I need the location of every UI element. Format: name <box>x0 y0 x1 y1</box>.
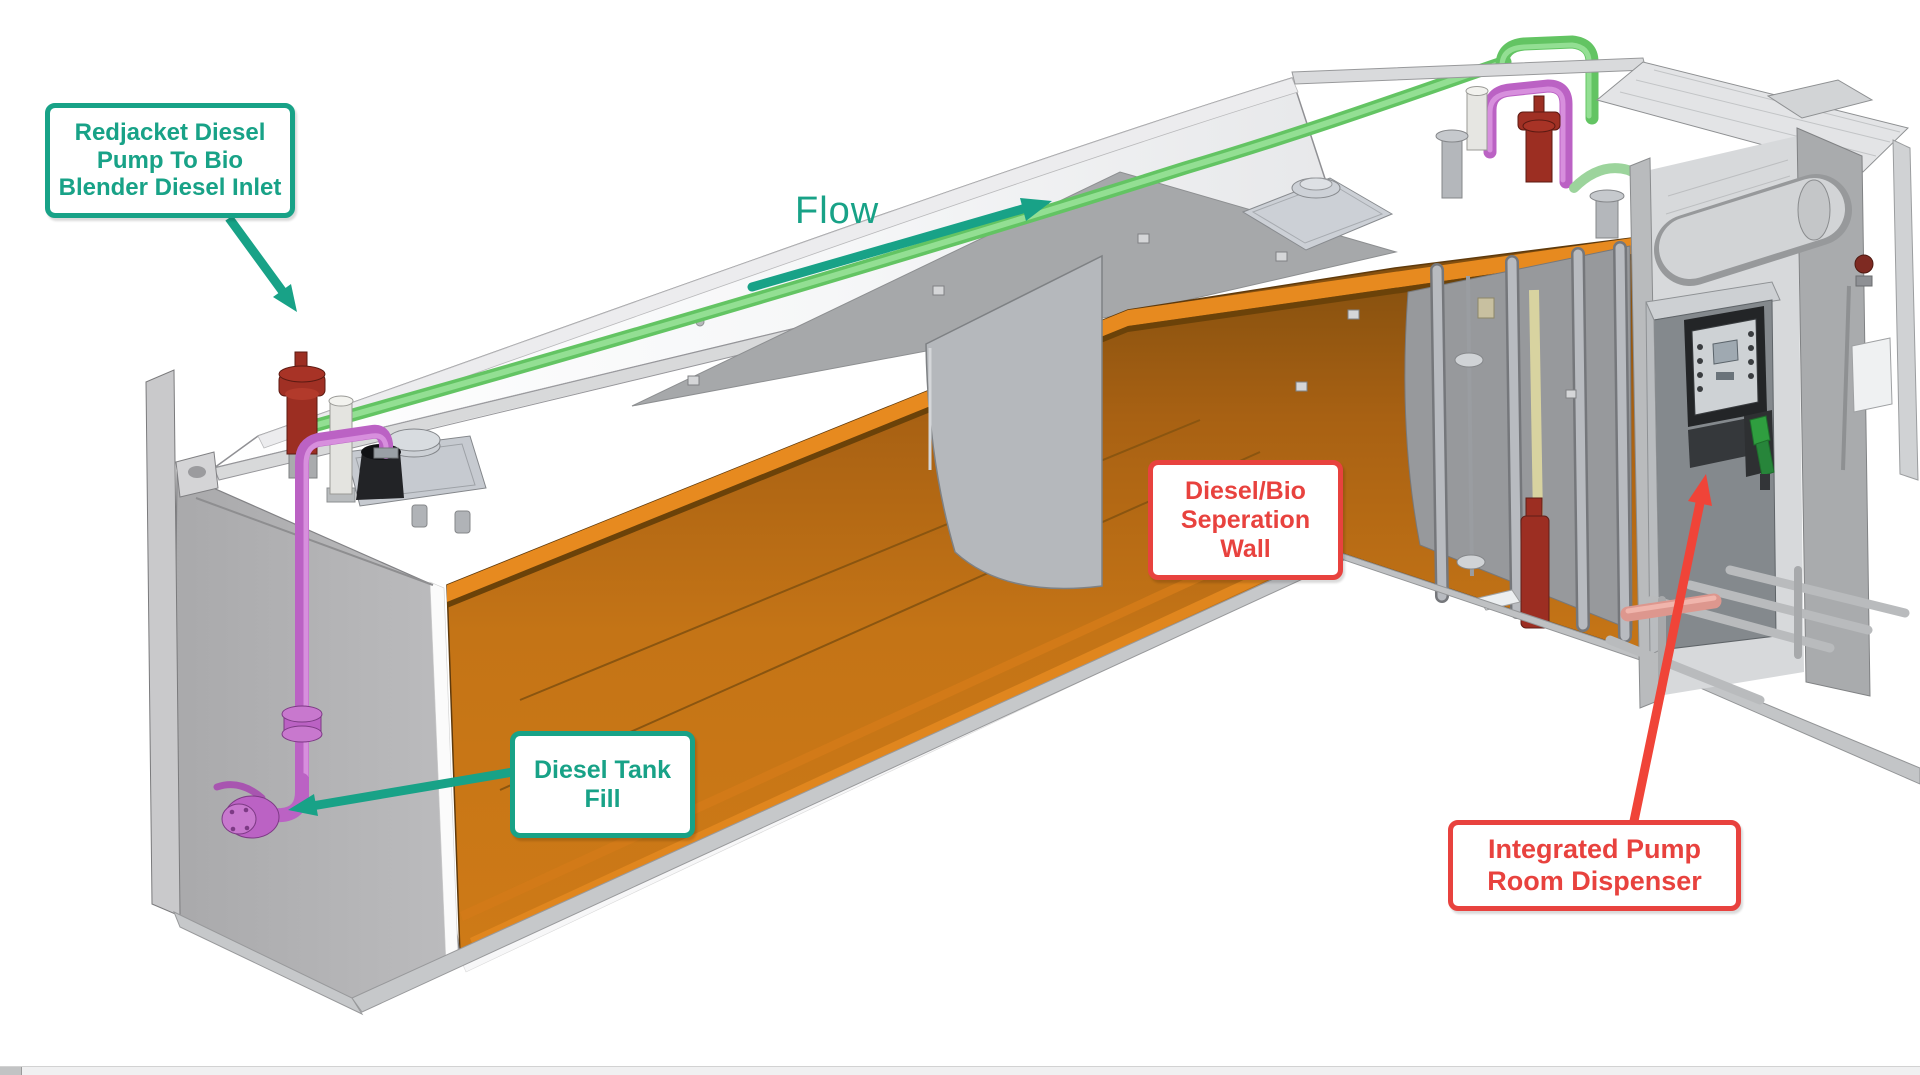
left-end-fittings <box>213 351 487 839</box>
redjacket-pump-2 <box>1517 95 1561 183</box>
separation-wall <box>925 254 1103 590</box>
diesel-fill-pipe <box>281 424 399 805</box>
flow-label: Flow <box>795 190 880 232</box>
fuel-nozzle <box>1749 415 1775 490</box>
diesel-supply-pipe <box>303 55 1512 434</box>
level-gauge <box>1454 275 1495 577</box>
side-equipment <box>1841 139 1919 481</box>
horizontal-scrollbar-thumb[interactable] <box>0 1067 22 1075</box>
vent-pipe <box>326 395 356 503</box>
leader-arrow-dispenser <box>1629 474 1712 822</box>
dispenser-display <box>1712 339 1739 365</box>
horizontal-scrollbar-track[interactable] <box>0 1066 1920 1075</box>
leader-arrow-redjacket <box>225 215 297 312</box>
standpipes <box>1430 241 1632 643</box>
callout-diesel-tank-fill: Diesel Tank Fill <box>510 731 695 838</box>
redjacket-pump <box>278 351 326 479</box>
callout-separation-wall: Diesel/Bio Seperation Wall <box>1148 460 1343 580</box>
leader-arrow-fill <box>288 767 514 816</box>
submersible-pump <box>1520 289 1550 629</box>
pump-room-base <box>1605 565 1910 705</box>
flow-arrow <box>747 198 1052 292</box>
tank-base-skids <box>173 548 1920 1016</box>
rear-compartment <box>1404 241 1633 643</box>
callout-redjacket-pump: Redjacket Diesel Pump To Bio Blender Die… <box>45 103 295 218</box>
edge-clips <box>687 233 1577 399</box>
roll-up-door <box>1654 159 1852 286</box>
fill-valve <box>213 773 309 839</box>
callout-integrated-dispenser: Integrated Pump Room Dispenser <box>1448 820 1741 911</box>
roof-hatch <box>1241 177 1394 251</box>
